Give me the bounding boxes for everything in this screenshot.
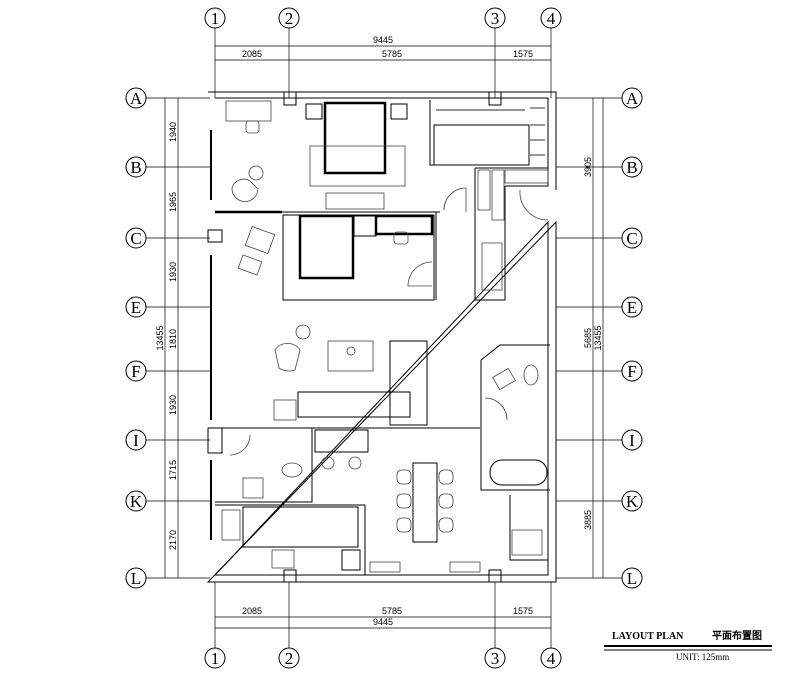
grid-label: A — [130, 89, 143, 108]
basin — [492, 367, 516, 391]
dim-left-seg: 2170 — [168, 530, 178, 550]
sink — [221, 509, 241, 541]
closet-island — [433, 124, 530, 166]
grid-label: 4 — [547, 9, 556, 28]
dim-bottom-seg: 1575 — [513, 606, 533, 616]
fridge — [341, 549, 361, 571]
grid-label: I — [133, 431, 139, 450]
furniture — [221, 100, 549, 573]
chair — [245, 120, 260, 134]
bar-stool — [348, 456, 362, 470]
toilet — [523, 364, 539, 386]
grid-label: 1 — [211, 649, 220, 668]
nightstand — [390, 103, 408, 120]
dining-chairs — [396, 469, 454, 533]
grid-label: B — [130, 158, 141, 177]
plan-title-cn: 平面布置图 — [712, 629, 762, 642]
grid-label: K — [130, 492, 143, 511]
grid-label: B — [626, 158, 637, 177]
grid-label: F — [627, 362, 636, 381]
grid-label: 2 — [285, 649, 294, 668]
grid-label: A — [626, 89, 639, 108]
grid-lines — [146, 28, 622, 648]
grid-label: L — [627, 569, 637, 588]
master-bed — [323, 101, 387, 175]
dimension-texts: 9445 2085 5785 1575 2085 5785 1575 9445 … — [155, 35, 603, 627]
coffee-table-rug — [327, 340, 374, 372]
desk — [374, 214, 434, 236]
entry-cabinets — [369, 561, 481, 573]
side-table — [248, 165, 264, 181]
dim-right-total: 13455 — [593, 325, 603, 350]
doors — [229, 187, 549, 456]
rug — [309, 145, 406, 187]
grid-label: C — [130, 229, 141, 248]
sofa-l — [389, 340, 428, 426]
row-bubbles-right: A B C E F I K L — [621, 87, 643, 589]
armchair — [231, 178, 259, 202]
interior-walls — [215, 100, 550, 575]
column-bubbles-top: 1 2 3 4 — [204, 7, 562, 29]
dim-left-total: 13455 — [155, 325, 165, 350]
grid-label: C — [626, 229, 637, 248]
unit-label: UNIT: 125mm — [676, 652, 729, 662]
grid-label: F — [131, 362, 140, 381]
grid-label: I — [629, 431, 635, 450]
dim-right-seg: 5685 — [583, 328, 593, 348]
grid-label: 3 — [491, 9, 500, 28]
column-bubbles-bottom: 1 2 3 4 — [204, 647, 562, 669]
side-table — [273, 399, 297, 421]
grid-label: L — [131, 569, 141, 588]
grid-label: 3 — [491, 649, 500, 668]
second-bed — [298, 214, 355, 280]
grid-label: K — [626, 492, 639, 511]
toilet — [281, 462, 303, 478]
row-bubbles-left: A B C E F I K L — [125, 87, 147, 589]
grid-label: 4 — [547, 649, 556, 668]
bathtub — [489, 459, 548, 486]
dim-top-seg: 5785 — [382, 49, 402, 59]
bed — [511, 529, 543, 556]
washing-machine — [242, 477, 264, 499]
nightstand — [353, 215, 377, 237]
nightstand — [305, 103, 323, 120]
plan-title: LAYOUT PLAN — [612, 631, 684, 642]
dim-left-seg: 1965 — [168, 192, 178, 212]
dim-left-seg: 1930 — [168, 262, 178, 282]
dim-bottom-total: 9445 — [373, 617, 393, 627]
armchair — [274, 343, 301, 372]
dim-bottom-seg: 2085 — [242, 606, 262, 616]
dim-top-total: 9445 — [373, 35, 393, 45]
wardrobe-rails — [436, 107, 545, 156]
bar-counter — [314, 429, 369, 453]
lounge-chair — [244, 225, 276, 255]
grid-label: E — [131, 298, 141, 317]
ottoman — [237, 254, 263, 276]
desk — [225, 100, 272, 122]
dim-left-seg: 1940 — [168, 122, 178, 142]
exterior-walls — [206, 91, 557, 583]
chair — [393, 231, 409, 245]
dim-left-seg: 1715 — [168, 460, 178, 480]
sofa — [297, 391, 411, 418]
dim-bottom-seg: 5785 — [382, 606, 402, 616]
title-block: LAYOUT PLAN 平面布置图 UNIT: 125mm — [604, 629, 772, 662]
grid-label: 2 — [285, 9, 294, 28]
stove — [271, 549, 295, 569]
dim-right-seg: 3905 — [583, 157, 593, 177]
wardrobe-cabinets — [477, 169, 549, 291]
dim-top-seg: 2085 — [242, 49, 262, 59]
dim-top-seg: 1575 — [513, 49, 533, 59]
bar-stool — [321, 456, 335, 470]
side-table — [295, 324, 311, 340]
plant — [346, 346, 356, 356]
dim-left-seg: 1930 — [168, 395, 178, 415]
grid-label: E — [627, 298, 637, 317]
dim-left-seg: 1810 — [168, 329, 178, 349]
grid-label: 1 — [211, 9, 220, 28]
kitchen-island — [242, 506, 359, 548]
tv-cabinet — [325, 192, 385, 210]
dining-table — [412, 462, 438, 543]
dim-right-seg: 3885 — [583, 510, 593, 530]
